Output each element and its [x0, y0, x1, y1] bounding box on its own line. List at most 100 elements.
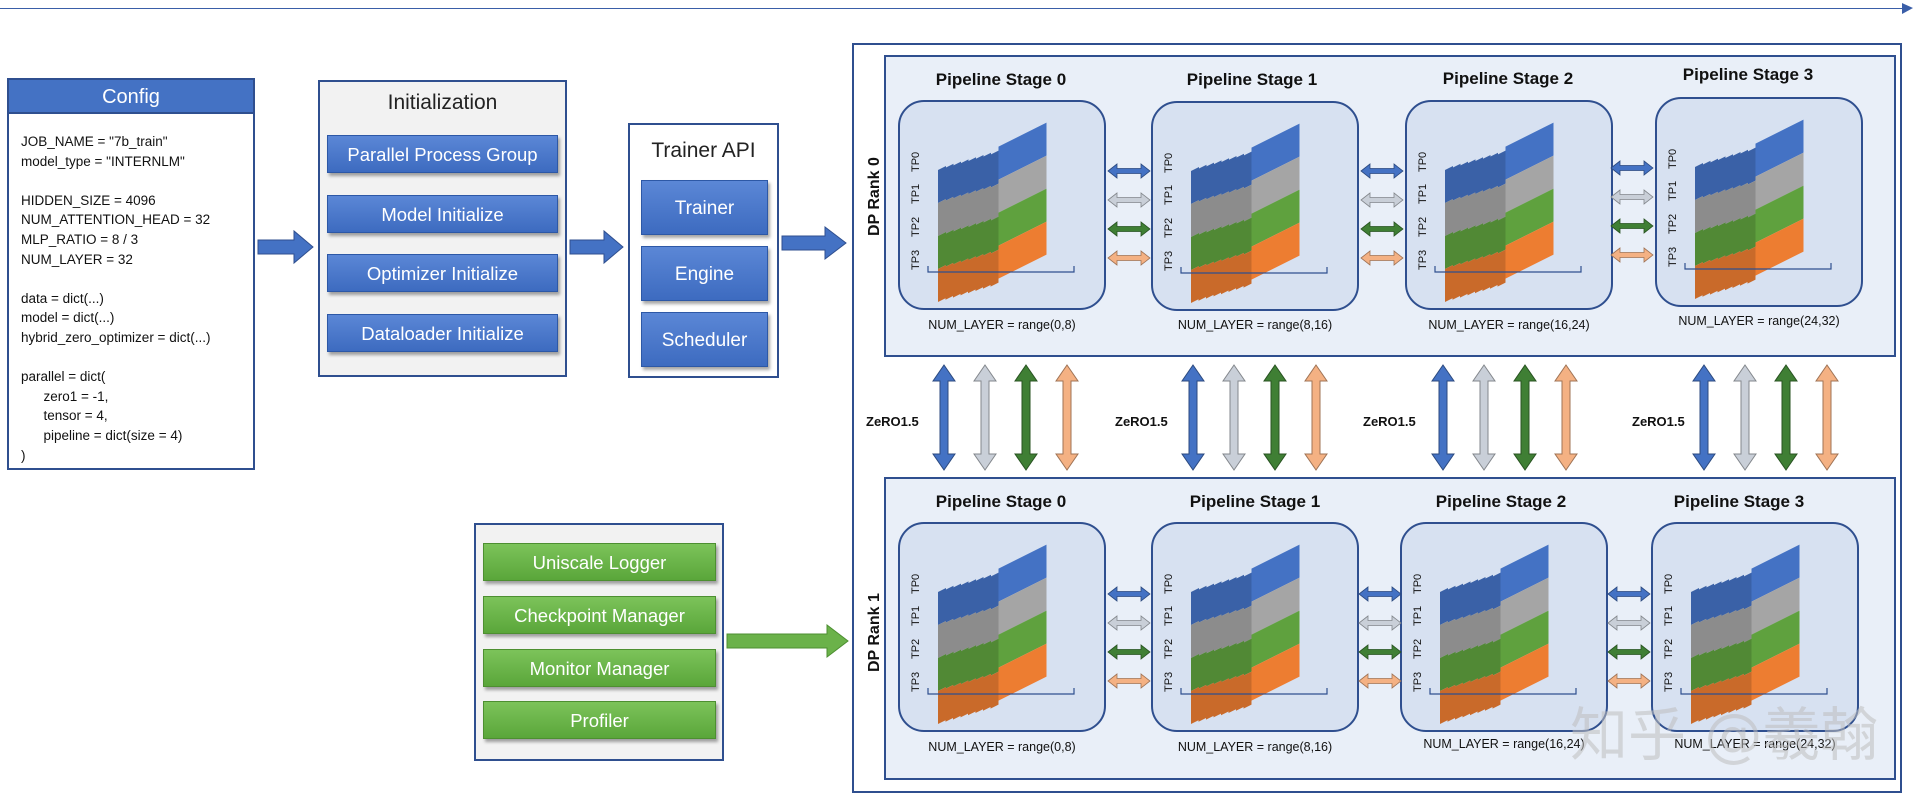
layer-slab-face: [1740, 248, 1748, 286]
layer-slab-face: [1462, 581, 1471, 619]
layer-slab-face: [1743, 572, 1752, 610]
layer-slab-face: [1477, 610, 1486, 647]
zero-sync-arrow: [1513, 364, 1537, 471]
layer-slab-face: [1191, 687, 1199, 724]
layer-slab-face: [1460, 260, 1468, 298]
layer-slab-face: [1206, 261, 1214, 299]
layer-slab-face: [1221, 645, 1229, 683]
config-line: data = dict(...): [21, 290, 104, 306]
layer-range-bracket: [927, 688, 1075, 695]
layer-slab-face: [1236, 186, 1244, 224]
layer-slab-face: [1447, 618, 1456, 656]
trainer-block: Trainer: [641, 180, 768, 235]
layer-slab-face: [1702, 193, 1711, 231]
layer-slab-face: [1492, 671, 1501, 709]
layer-slab-face: [1243, 151, 1252, 189]
layer-slab-face: [1447, 684, 1456, 722]
layer-slab-face: [1467, 192, 1476, 230]
tp-comm-arrow: [1607, 644, 1651, 660]
layer-stack-side: [1500, 610, 1549, 668]
layer-slab-face: [968, 612, 976, 650]
layer-slab-face: [1482, 221, 1491, 258]
layer-slab-face: [945, 618, 954, 656]
layer-slab-face: [1698, 651, 1707, 689]
layer-slab-face: [938, 199, 946, 236]
layer-slab-face: [1490, 251, 1498, 289]
layer-stack-side: [1251, 123, 1300, 181]
layer-slab-face: [1198, 618, 1207, 656]
layer-slab-face: [1725, 220, 1733, 258]
tp-comm-arrow: [1107, 644, 1151, 660]
layer-slab-face: [1462, 614, 1471, 652]
tp-comm-arrow: [1358, 673, 1402, 689]
zero-label: ZeRO1.5: [1632, 414, 1685, 429]
layer-slab-face: [1721, 612, 1729, 650]
config-line: HIDDEN_SIZE = 4096: [21, 192, 156, 208]
layer-slab-face: [1243, 217, 1252, 255]
layer-slab-face: [953, 682, 961, 720]
config-to-init-arrow: [257, 229, 314, 265]
zero-label: ZeRO1.5: [1363, 414, 1416, 429]
layer-stack-side: [998, 610, 1047, 668]
layer-slab-face: [1475, 190, 1483, 228]
num-layer-label: NUM_LAYER = range(16,24): [1428, 318, 1590, 332]
layer-slab-face: [960, 647, 969, 685]
layer-slab-face: [990, 605, 999, 643]
layer-stack-side: [1505, 221, 1554, 279]
layer-slab-face: [1717, 222, 1726, 260]
layer-stack-side: [998, 221, 1047, 279]
config-line: JOB_NAME = "7b_train": [21, 134, 168, 149]
layer-slab-face: [1475, 223, 1483, 261]
layer-slab-face: [968, 190, 976, 228]
layer-stack-side: [1505, 155, 1554, 213]
layer-slab-face: [1243, 184, 1252, 222]
scheduler-block: Scheduler: [641, 312, 768, 367]
layer-slab-face: [953, 649, 961, 687]
layer-slab-face: [1236, 153, 1244, 191]
zero-sync-arrow: [1815, 364, 1839, 471]
layer-slab-face: [975, 577, 984, 614]
layer-slab-face: [1243, 572, 1252, 610]
layer-slab-face: [1445, 232, 1453, 269]
layer-slab-face: [1743, 605, 1752, 643]
layer-slab-face: [1485, 673, 1493, 711]
layer-slab-face: [1206, 682, 1214, 720]
zero-label: ZeRO1.5: [866, 414, 919, 429]
layer-slab-face: [1470, 645, 1478, 683]
layer-slab-face: [1221, 257, 1229, 295]
layer-slab-face: [1213, 680, 1222, 718]
layer-slab-face: [1706, 616, 1714, 654]
layer-slab-face: [1490, 218, 1498, 256]
layer-slab-face: [983, 185, 991, 223]
config-line: MLP_RATIO = 8 / 3: [21, 231, 139, 247]
zero-sync-arrow: [1014, 364, 1038, 471]
layer-slab-face: [968, 256, 976, 294]
layer-slab-face: [1490, 152, 1498, 190]
layer-slab-face: [1213, 581, 1222, 619]
layer-slab-face: [938, 588, 946, 625]
zero-sync-arrow: [1263, 364, 1287, 471]
optimizer-initialize-block: Optimizer Initialize: [327, 254, 558, 292]
layer-slab-face: [938, 232, 946, 269]
layer-slab-face: [1706, 583, 1714, 621]
zero-sync-arrow: [932, 364, 956, 471]
layer-stack-side: [1755, 119, 1804, 177]
layer-slab-face: [1485, 640, 1493, 678]
layer-slab-face: [1747, 246, 1756, 284]
layer-slab-face: [975, 188, 984, 225]
layer-slab-face: [990, 572, 999, 610]
num-layer-label: NUM_LAYER = range(8,16): [1177, 740, 1333, 754]
config-line: tensor = 4,: [21, 408, 108, 424]
layer-stack-side: [1751, 577, 1800, 635]
top-divider-line: [0, 8, 1905, 9]
layer-stack-side: [1251, 643, 1300, 701]
layer-slab-face: [1698, 618, 1707, 656]
tp-comm-arrow: [1610, 189, 1654, 205]
layer-slab-face: [1460, 227, 1468, 265]
layer-slab-face: [1191, 167, 1199, 204]
layer-slab-face: [1236, 219, 1244, 257]
num-layer-label: NUM_LAYER = range(0,8): [928, 318, 1076, 332]
layer-slab-face: [983, 673, 991, 711]
zero-sync-arrow: [1774, 364, 1798, 471]
